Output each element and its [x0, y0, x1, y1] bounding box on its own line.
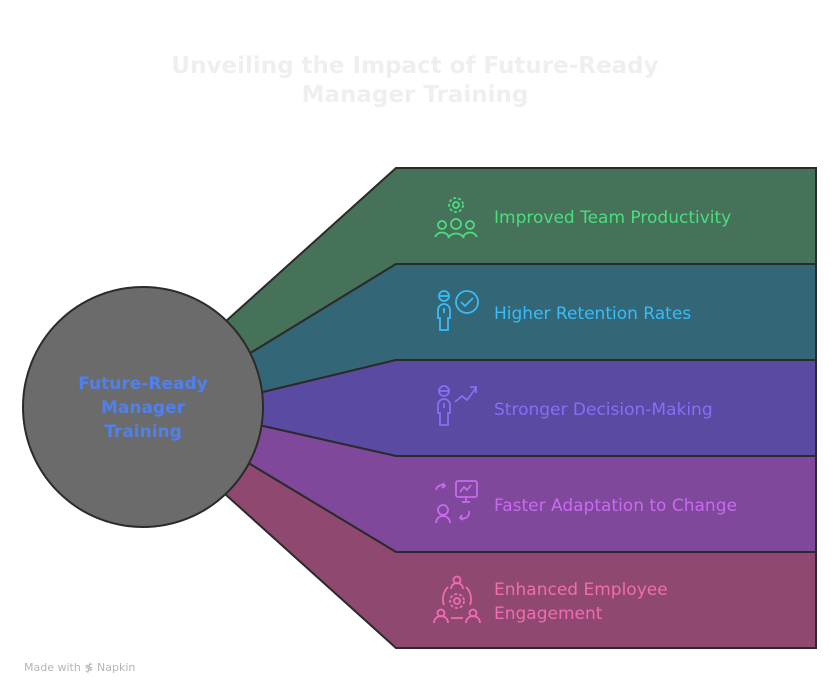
person-growth-icon — [437, 385, 477, 426]
adaptation-icon — [435, 480, 478, 524]
item-label-line-1: Enhanced Employee — [494, 580, 668, 600]
footer-brand: Napkin — [97, 661, 136, 674]
person-check-icon — [437, 290, 479, 331]
item-label-faster-adaptation: Faster Adaptation to Change — [494, 496, 737, 516]
center-line-3: Training — [104, 422, 182, 442]
napkin-logo-icon: ≸ — [84, 661, 94, 674]
item-label-enhanced-employee-engagement: Enhanced Employee Engagement — [494, 578, 668, 626]
footer-text: Made with — [24, 661, 81, 674]
engagement-icon — [433, 575, 481, 624]
item-label-improved-team-productivity: Improved Team Productivity — [494, 208, 732, 228]
item-label-stronger-decision-making: Stronger Decision-Making — [494, 400, 713, 420]
center-label: Future-Ready Manager Training — [43, 372, 243, 444]
diagram-title: Unveiling the Impact of Future-Ready Man… — [0, 52, 830, 110]
footer-watermark: Made with ≸ Napkin — [24, 661, 135, 674]
team-gear-icon — [434, 197, 478, 239]
item-label-higher-retention-rates: Higher Retention Rates — [494, 304, 692, 324]
center-line-2: Manager — [100, 398, 186, 418]
center-line-1: Future-Ready — [78, 374, 208, 394]
title-line-2: Manager Training — [301, 82, 529, 108]
center-circle — [22, 286, 264, 528]
item-label-line-2: Engagement — [494, 604, 603, 624]
title-line-1: Unveiling the Impact of Future-Ready — [171, 53, 659, 79]
